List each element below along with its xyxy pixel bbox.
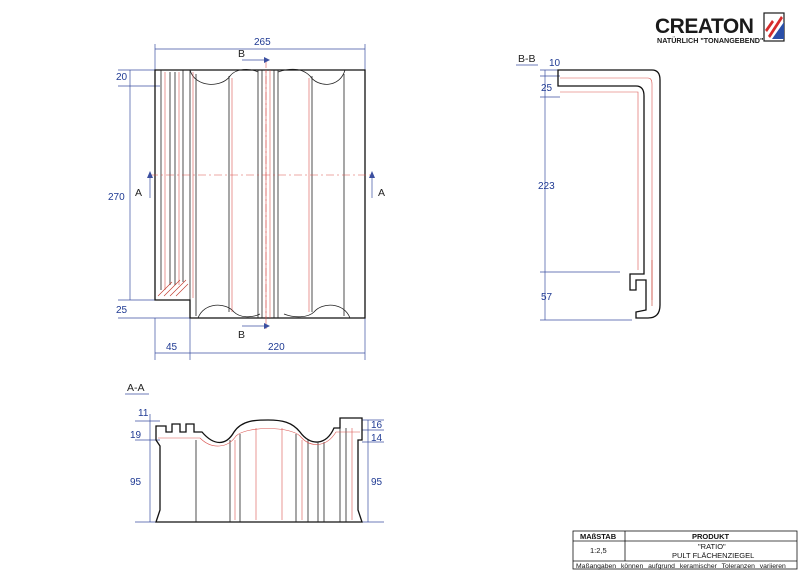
dim-bb-2: 25 — [541, 83, 553, 94]
creaton-logo: CREATON NATÜRLICH "TONANGEBEND" — [655, 12, 785, 45]
dim-aa-right-2: 14 — [371, 433, 383, 444]
dim-left-height: 270 — [108, 192, 125, 203]
dim-aa-right-1: 16 — [371, 420, 383, 431]
dim-aa-left-2: 19 — [130, 430, 142, 441]
dim-aa-right-3: 95 — [371, 477, 383, 488]
scale-value: 1:2,5 — [590, 546, 607, 555]
dim-bottom-right: 220 — [268, 342, 285, 353]
section-aa-title: A-A — [127, 382, 145, 394]
section-a-label-left: A — [135, 187, 142, 199]
title-block: MAßSTAB 1:2,5 PRODUKT "RATIO" PULT FLÄCH… — [572, 530, 798, 570]
product-name: "RATIO" — [698, 542, 726, 551]
plan-view: 265 20 270 25 45 220 — [108, 37, 385, 360]
product-type: PULT FLÄCHENZIEGEL — [672, 551, 754, 560]
section-bb-title: B-B — [518, 53, 536, 65]
dim-aa-left-3: 95 — [130, 477, 142, 488]
section-a-label-right: A — [378, 187, 385, 199]
tolerance-note: Maßangaben können aufgrund keramischer T… — [576, 563, 786, 570]
product-header: PRODUKT — [692, 532, 730, 541]
dim-bb-4: 57 — [541, 292, 553, 303]
dim-bottom-overlap: 25 — [116, 305, 128, 316]
dim-top-offset: 20 — [116, 72, 128, 83]
logo-tagline: NATÜRLICH "TONANGEBEND" — [657, 36, 763, 45]
section-aa: A-A 11 19 95 16 14 95 — [125, 382, 384, 523]
section-marker-a-right: A — [369, 171, 385, 199]
section-b-label-top: B — [238, 48, 245, 60]
dim-bottom-left: 45 — [166, 342, 178, 353]
dim-bb-1: 10 — [549, 58, 561, 69]
dim-top-width: 265 — [254, 37, 271, 48]
dim-bb-3: 223 — [538, 181, 555, 192]
logo-emblem-icon — [763, 12, 785, 42]
section-b-label-bottom: B — [238, 329, 245, 341]
logo-wordmark: CREATON — [655, 15, 753, 38]
scale-header: MAßSTAB — [580, 532, 617, 541]
section-bb: B-B 10 25 223 57 — [516, 53, 661, 321]
dim-aa-left-1: 11 — [138, 408, 149, 419]
section-marker-a-left: A — [135, 171, 153, 199]
section-marker-b-bottom: B — [238, 323, 270, 341]
section-marker-b-top: B — [238, 48, 270, 63]
